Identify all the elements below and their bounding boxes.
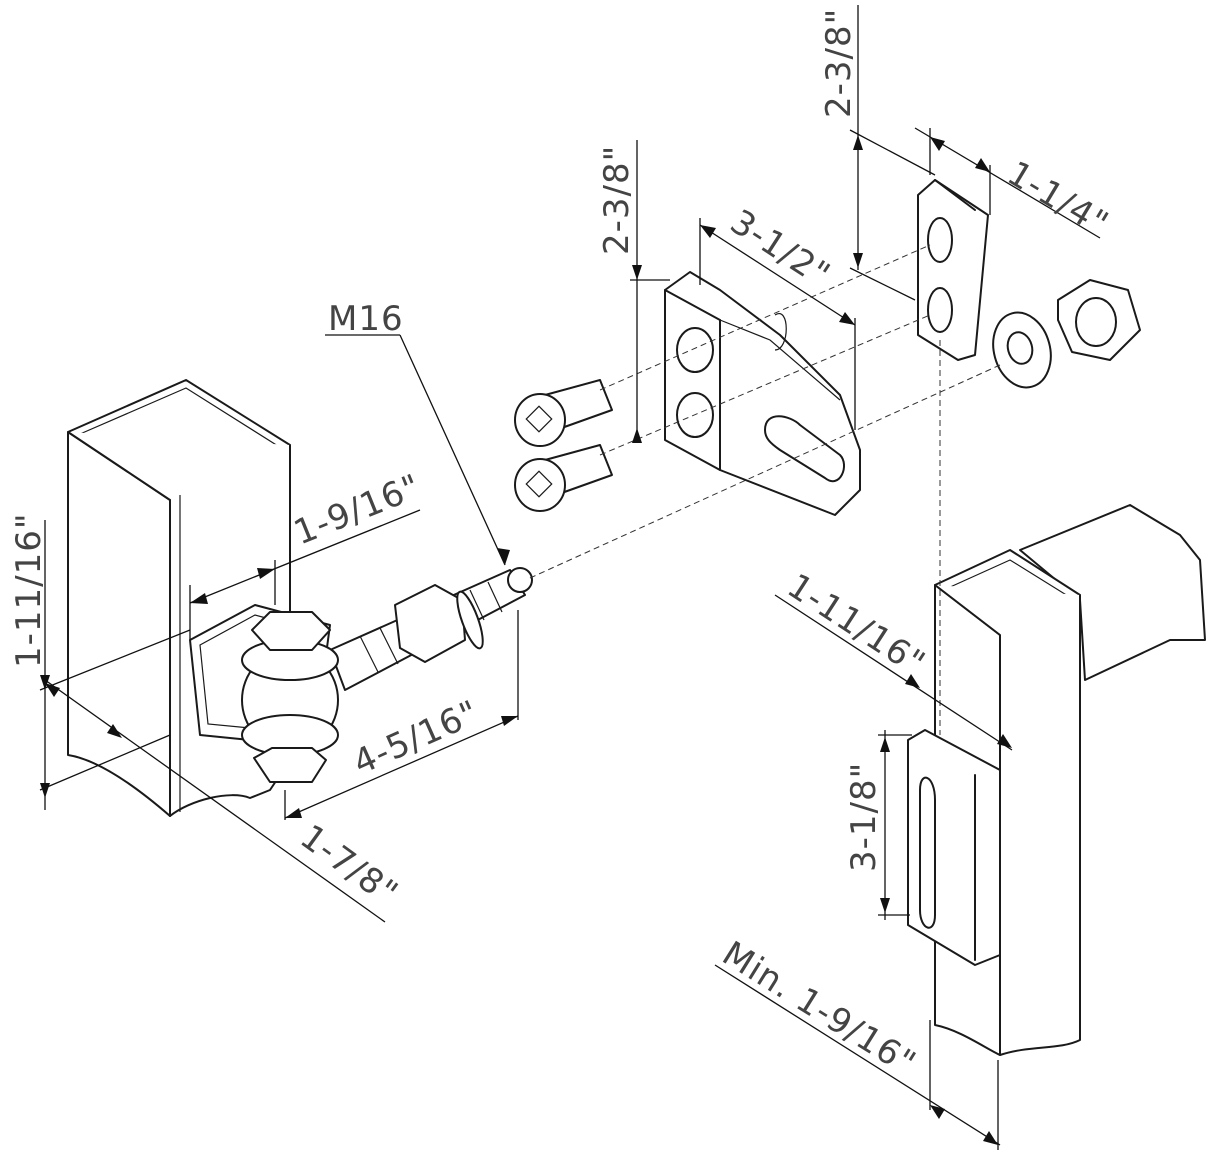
label-bolt-size: M16	[328, 299, 404, 339]
label-min-post: Min. 1-9/16"	[715, 934, 923, 1084]
label-post-depth: 1-7/8"	[293, 817, 406, 914]
nut-plate	[917, 179, 989, 361]
socket-screws	[514, 379, 613, 512]
washer	[992, 311, 1052, 389]
label-plate-length: 3-1/2"	[723, 202, 837, 296]
label-nut-plate-height: 2-3/8"	[819, 8, 859, 118]
label-post-height: 1-11/16"	[9, 512, 49, 668]
bracket-plate	[664, 271, 861, 516]
right-post	[907, 504, 1206, 1056]
hex-nut	[1057, 279, 1141, 361]
hinge-bolt-assembly	[189, 567, 533, 783]
label-slot-length: 3-1/8"	[844, 762, 884, 872]
label-nut-plate-width: 1-1/4"	[1000, 153, 1115, 244]
label-plate-height: 2-3/8"	[597, 145, 637, 255]
dimension-lines	[39, 5, 1101, 1150]
label-bracket-width: 1-9/16"	[288, 466, 426, 553]
label-receiver-depth: 1-11/16"	[780, 566, 932, 684]
label-bolt-length: 4-5/16"	[347, 693, 485, 784]
left-post	[67, 379, 291, 817]
center-lines	[529, 244, 1001, 735]
